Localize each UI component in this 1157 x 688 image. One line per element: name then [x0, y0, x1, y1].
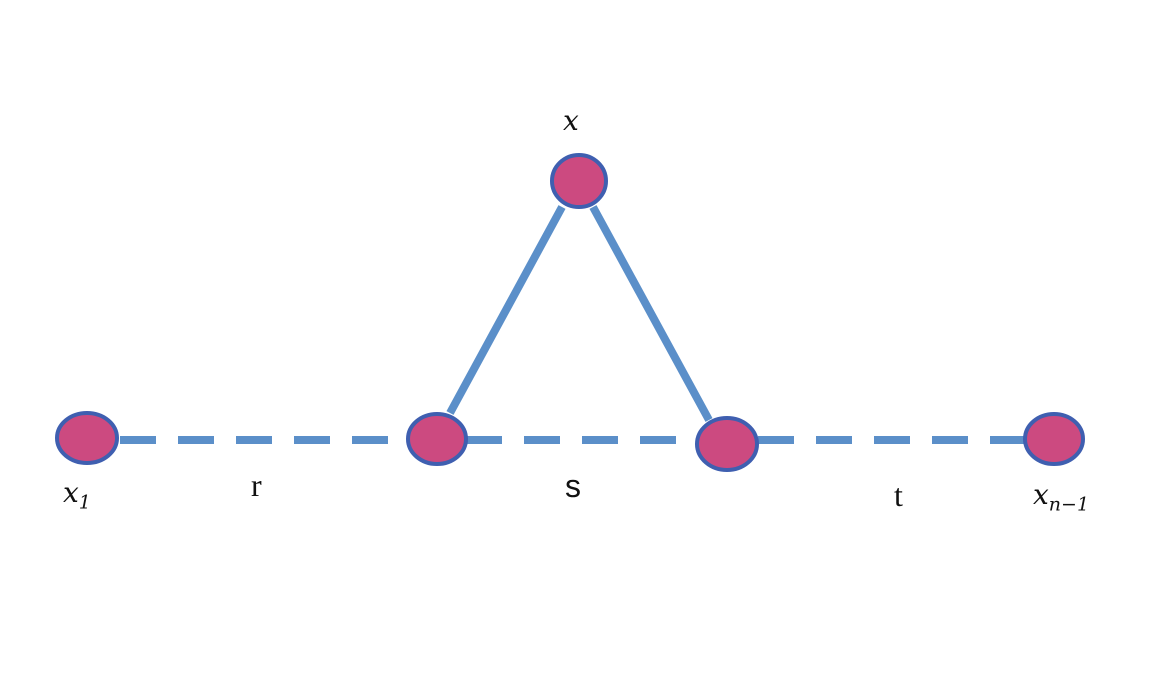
label-x1-subscript: 1 — [78, 491, 91, 514]
node-right-inner — [695, 416, 759, 472]
edge-x-to-right-inner — [589, 205, 713, 422]
label-x: x — [563, 104, 579, 137]
label-xn-1-base: x — [1033, 478, 1049, 511]
label-xn-1: xn−1 — [1033, 478, 1089, 514]
node-x — [550, 153, 608, 209]
label-t: t — [894, 477, 903, 513]
node-x1 — [55, 411, 119, 465]
label-x1: x1 — [63, 476, 91, 512]
label-s: s — [565, 468, 581, 504]
edges — [120, 205, 1026, 444]
label-r: r — [251, 467, 262, 503]
label-x1-base: x — [63, 476, 79, 509]
nodes — [55, 153, 1085, 472]
node-xn-1 — [1023, 412, 1085, 466]
edge-x-to-left-inner — [446, 205, 566, 415]
label-xn-1-subscript: n−1 — [1048, 493, 1090, 516]
label-x-text: x — [563, 104, 579, 137]
node-left-inner — [406, 412, 468, 466]
